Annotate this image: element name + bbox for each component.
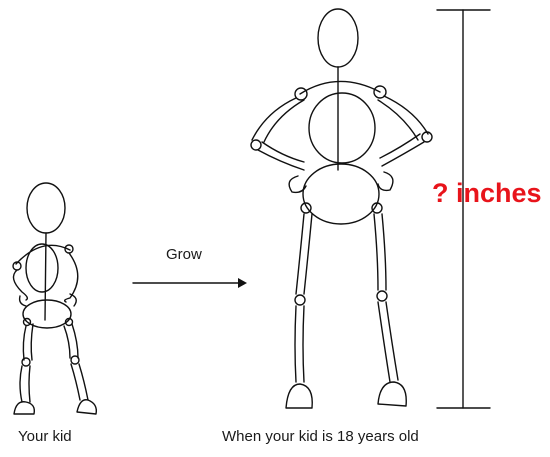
height-measure-bar	[436, 9, 491, 409]
grow-label: Grow	[166, 246, 202, 263]
adult-caption: When your kid is 18 years old	[222, 428, 419, 445]
adult-figure	[250, 8, 433, 409]
child-figure	[12, 182, 98, 415]
grow-arrow	[132, 278, 247, 288]
child-caption: Your kid	[18, 428, 72, 445]
height-label: ? inches	[432, 178, 542, 208]
